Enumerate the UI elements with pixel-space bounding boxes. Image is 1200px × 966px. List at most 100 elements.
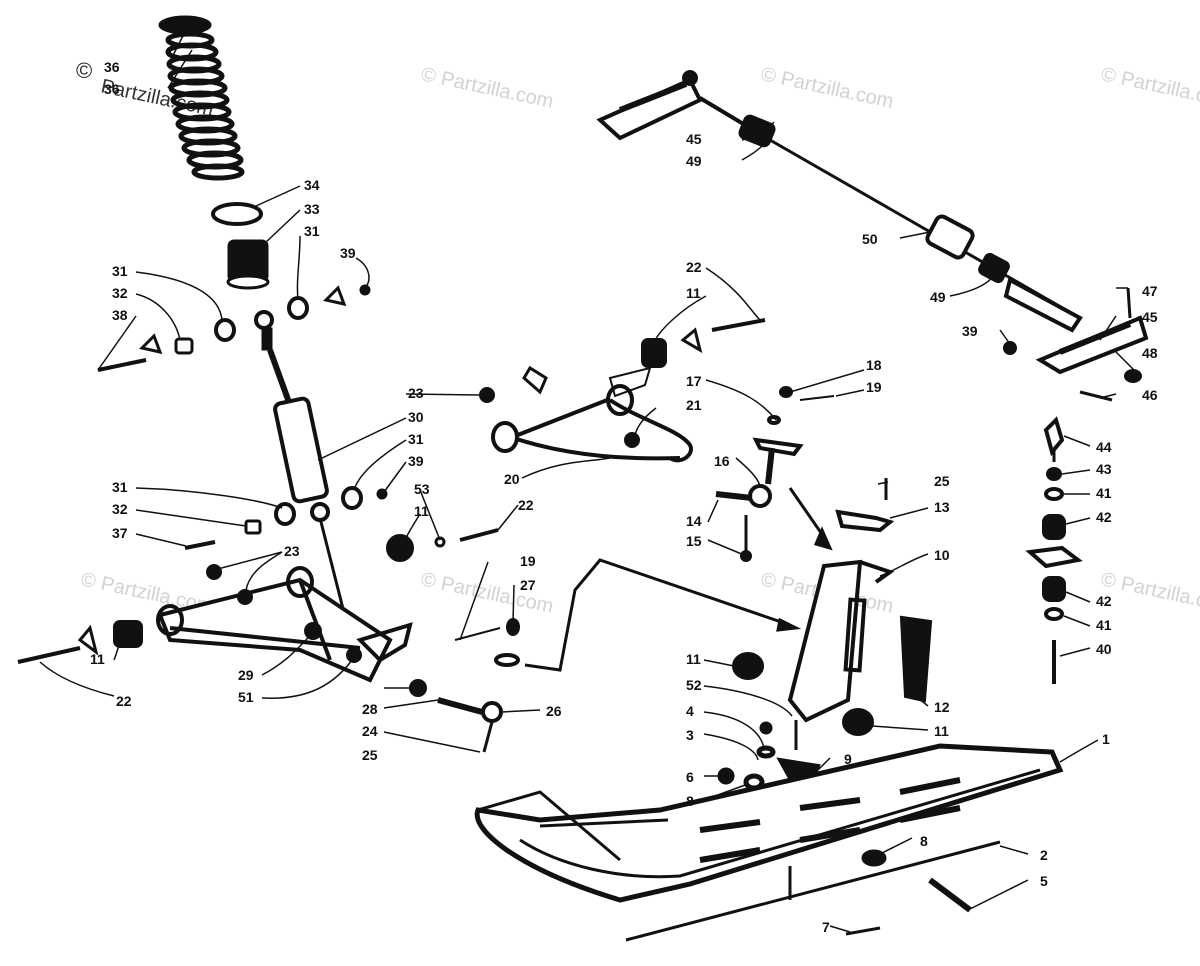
shock-rod-end [261, 327, 273, 351]
washer [139, 333, 163, 355]
callout-33: 33 [304, 201, 320, 217]
callout-12: 12 [934, 699, 950, 715]
callout-23: 23 [284, 543, 300, 559]
upper-a-arm [479, 318, 766, 463]
callout-14: 14 [686, 513, 702, 529]
coil-spring [165, 31, 245, 181]
callout-31: 31 [112, 263, 128, 279]
spacer-sleeve [244, 519, 262, 535]
callout-22: 22 [518, 497, 534, 513]
bolt [97, 358, 147, 372]
bushing [214, 318, 236, 342]
lower-bushing [113, 620, 143, 648]
callout-36: 36 [104, 59, 120, 75]
lower-a-arm [17, 564, 413, 683]
callout-31: 31 [112, 479, 128, 495]
callout-22: 22 [116, 693, 132, 709]
collar-rim [226, 274, 270, 290]
callout-19: 19 [520, 553, 536, 569]
callout-37: 37 [112, 525, 128, 541]
nut [237, 589, 253, 605]
callout-42: 42 [1096, 593, 1112, 609]
ski-bolt [928, 877, 972, 913]
callout-31: 31 [304, 223, 320, 239]
nut [346, 647, 362, 663]
callout-50: 50 [862, 231, 878, 247]
callout-46: 46 [1142, 387, 1158, 403]
bushing [386, 534, 414, 562]
spring-cap [158, 15, 212, 35]
callout-48: 48 [1142, 345, 1158, 361]
callout-18: 18 [866, 357, 882, 373]
callout-23: 23 [408, 385, 424, 401]
callout-5: 5 [1040, 873, 1048, 889]
shock-body [273, 396, 329, 504]
callout-41: 41 [1096, 485, 1112, 501]
bushing [287, 296, 309, 320]
callout-8: 8 [920, 833, 928, 849]
callout-4: 4 [686, 703, 694, 719]
callout-9: 9 [844, 751, 852, 767]
callout-20: 20 [504, 471, 520, 487]
steering-rod [524, 487, 833, 672]
callout-30: 30 [408, 409, 424, 425]
callout-11: 11 [414, 503, 429, 519]
callout-29: 29 [238, 667, 254, 683]
callout-3: 3 [686, 727, 694, 743]
watermark-text: © Partzilla.com [1099, 568, 1200, 618]
watermark-text: © Partzilla.com [759, 63, 895, 113]
bushing [641, 338, 667, 368]
steering-link-assembly [596, 70, 1149, 402]
upper-eye [254, 310, 274, 330]
tie-rod-assembly [386, 528, 520, 753]
callout-27: 27 [520, 577, 536, 593]
watermark-layer: © Partzilla.com © Partzilla.com © Partzi… [76, 58, 1200, 618]
callout-32: 32 [112, 285, 128, 301]
callout-2: 2 [1040, 847, 1048, 863]
callout-28: 28 [362, 701, 378, 717]
bushing [842, 708, 874, 736]
callout-22: 22 [686, 259, 702, 275]
callout-45: 45 [1142, 309, 1158, 325]
callout-39: 39 [408, 453, 424, 469]
callout-36: 36 [104, 81, 120, 97]
callout-10: 10 [934, 547, 950, 563]
callout-labels: 36 36 34 33 31 39 31 32 38 23 30 31 39 3… [90, 59, 1158, 935]
callout-49: 49 [686, 153, 702, 169]
callout-31: 31 [408, 431, 424, 447]
spring-seat [211, 202, 263, 226]
lower-eye [310, 502, 330, 522]
callout-21: 21 [686, 397, 702, 413]
callout-45: 45 [686, 131, 702, 147]
piston-rod [267, 348, 293, 407]
nut [304, 622, 322, 640]
callout-7: 7 [822, 919, 830, 935]
watermark-text: © Partzilla.com [1099, 63, 1200, 113]
callout-49: 49 [930, 289, 946, 305]
callout-24: 24 [362, 723, 378, 739]
callout-11: 11 [686, 285, 701, 301]
spacer-sleeve [174, 337, 194, 355]
steering-post-stack [1025, 416, 1083, 684]
callout-32: 32 [112, 501, 128, 517]
spindle-boot [899, 615, 933, 703]
bolt [184, 540, 216, 550]
callout-11: 11 [90, 651, 105, 667]
callout-15: 15 [686, 533, 702, 549]
shock-absorber-assembly [97, 15, 388, 661]
watermark-text: © Partzilla.com [419, 63, 555, 113]
callout-43: 43 [1096, 461, 1112, 477]
washer [323, 285, 347, 307]
bushing [732, 652, 764, 680]
callout-6: 6 [686, 769, 694, 785]
nut [624, 432, 640, 448]
callout-8: 8 [686, 793, 694, 809]
callout-25: 25 [934, 473, 950, 489]
callout-17: 17 [686, 373, 702, 389]
leader-lines [39, 31, 1135, 933]
callout-47: 47 [1142, 283, 1158, 299]
callout-41: 41 [1096, 617, 1112, 633]
callout-34: 34 [304, 177, 320, 193]
